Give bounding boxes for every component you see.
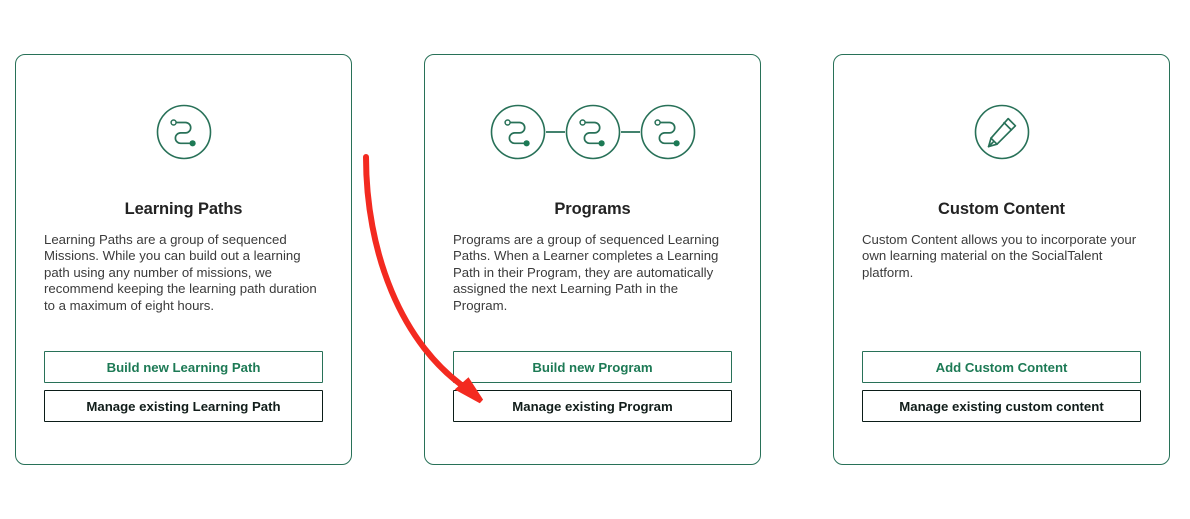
programs-linked-nodes-icon [490,99,696,165]
manage-existing-program-button[interactable]: Manage existing Program [453,390,732,422]
card-description: Custom Content allows you to incorporate… [862,232,1137,280]
card-actions: Build new Program Manage existing Progra… [453,351,732,422]
card-programs: Programs Programs are a group of sequenc… [424,54,761,465]
manage-existing-custom-content-button[interactable]: Manage existing custom content [862,390,1141,422]
manage-existing-learning-path-button[interactable]: Manage existing Learning Path [44,390,323,422]
build-new-program-button[interactable]: Build new Program [453,351,732,383]
pencil-edit-icon [974,99,1030,165]
card-description: Learning Paths are a group of sequenced … [44,232,317,313]
build-new-learning-path-button[interactable]: Build new Learning Path [44,351,323,383]
card-title: Learning Paths [124,200,243,218]
add-custom-content-button[interactable]: Add Custom Content [862,351,1141,383]
card-actions: Add Custom Content Manage existing custo… [862,351,1141,422]
learning-path-node-icon [156,99,212,165]
card-title: Custom Content [938,200,1065,218]
card-description: Programs are a group of sequenced Learni… [453,232,720,313]
card-custom-content: Custom Content Custom Content allows you… [833,54,1170,465]
card-learning-paths: Learning Paths Learning Paths are a grou… [15,54,352,465]
card-actions: Build new Learning Path Manage existing … [44,351,323,422]
card-title: Programs [554,200,631,218]
